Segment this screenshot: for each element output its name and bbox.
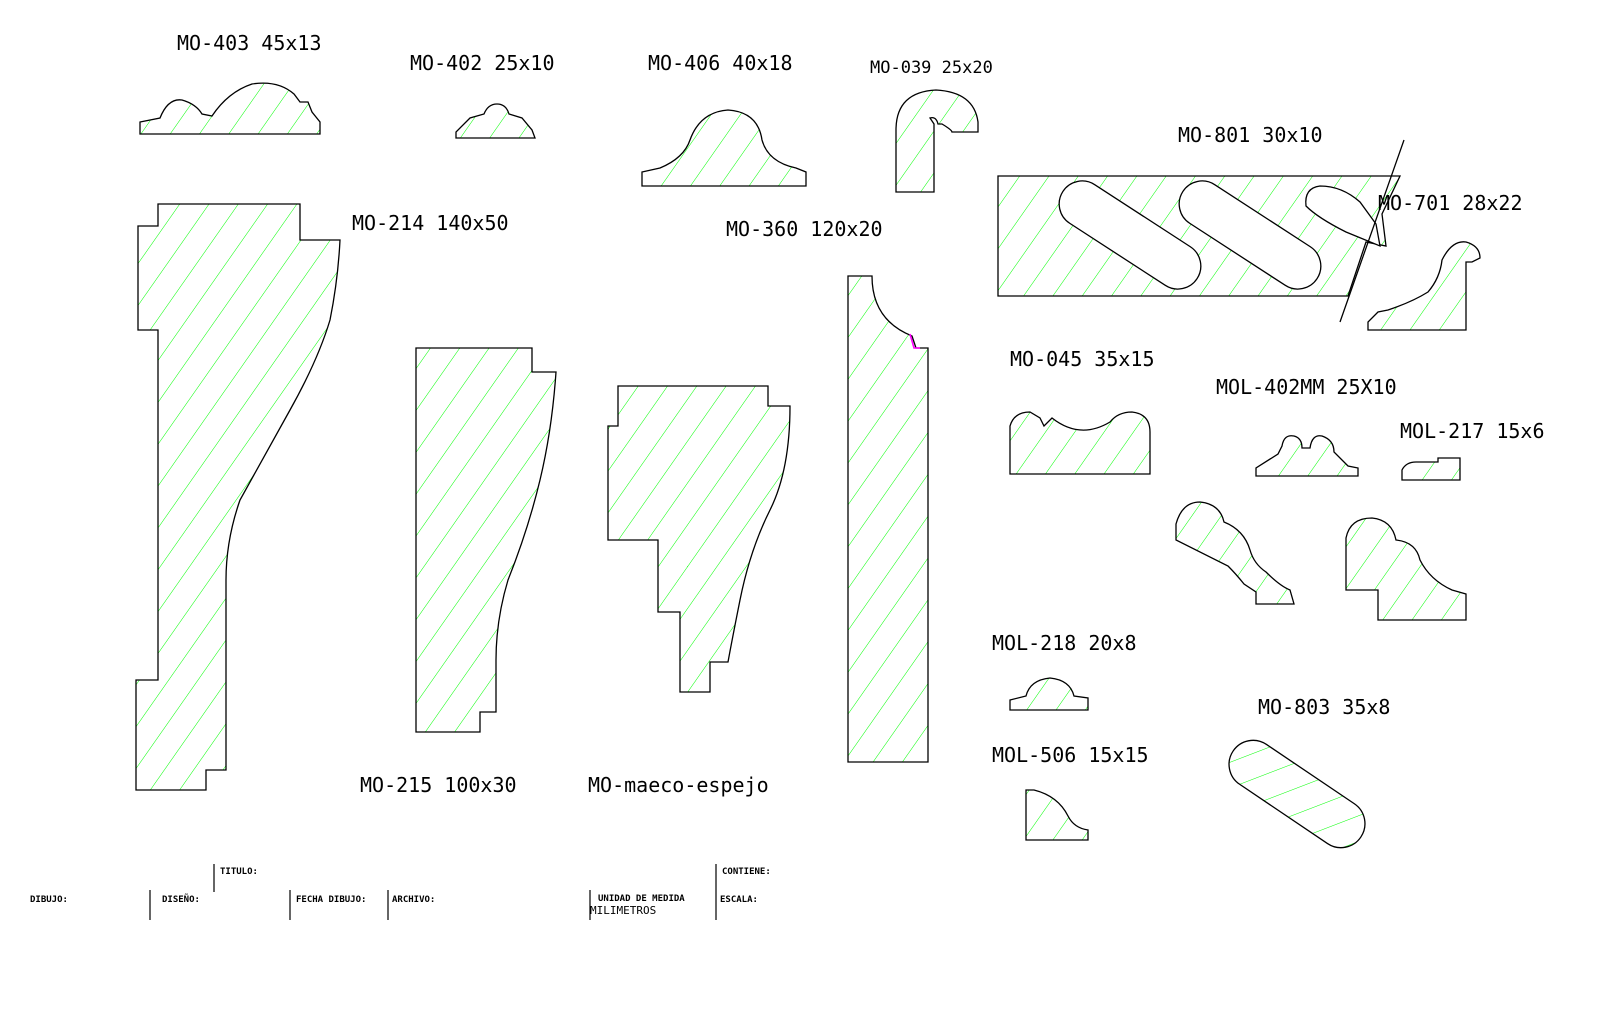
profile-mo-marco-espejo [607, 385, 791, 693]
archivo-label: ARCHIVO: [392, 895, 435, 905]
profile-mo-402 [455, 103, 536, 139]
label-mo-803: MO-803 35x8 [1258, 695, 1390, 719]
profile-mo-801 [997, 139, 1405, 323]
label-mol-217: MOL-217 15x6 [1400, 419, 1545, 443]
unidad-medida-value: MILIMETROS [590, 904, 656, 917]
label-mol-218: MOL-218 20x8 [992, 631, 1137, 655]
label-mo-801: MO-801 30x10 [1178, 123, 1323, 147]
label-mol-506: MOL-506 15x15 [992, 743, 1149, 767]
escala-label: ESCALA: [720, 895, 758, 905]
label-mo-406: MO-406 40x18 [648, 51, 793, 75]
profile-mo-214 [135, 203, 341, 791]
profile-mol-506 [1025, 789, 1089, 841]
profile-mol-218 [1009, 677, 1089, 711]
label-mo-402: MO-402 25x10 [410, 51, 555, 75]
titulo-label: TITULO: [220, 867, 258, 877]
label-mo-039: MO-039 25x20 [870, 58, 993, 78]
profile-mo-403 [139, 82, 321, 135]
label-mol-402mm: MOL-402MM 25X10 [1216, 375, 1397, 399]
profile-mo-215 [415, 347, 557, 733]
profile-mo-039 [895, 89, 979, 193]
profile-ogee-right [1345, 517, 1467, 621]
profile-mo-701 [1367, 241, 1481, 331]
label-mo-214: MO-214 140x50 [352, 211, 509, 235]
title-block: TITULO: DIBUJO: DISEÑO: FECHA DIBUJO: AR… [30, 864, 771, 920]
label-mo-701: MO-701 28x22 [1378, 191, 1523, 215]
profile-ogee-left [1175, 501, 1295, 605]
label-mo-360: MO-360 120x20 [726, 217, 883, 241]
profile-mo-803 [1228, 739, 1366, 849]
profile-mo-045 [1009, 411, 1151, 475]
label-mo-marco-espejo: MO-maeco-espejo [588, 773, 769, 797]
dibujo-label: DIBUJO: [30, 895, 68, 905]
fecha-dibujo-label: FECHA DIBUJO: [296, 895, 366, 905]
contiene-label: CONTIENE: [722, 867, 771, 877]
profile-mol-402mm [1255, 435, 1359, 477]
unidad-medida-label: UNIDAD DE MEDIDA [598, 894, 685, 904]
label-mo-403: MO-403 45x13 [177, 31, 322, 55]
label-mo-215: MO-215 100x30 [360, 773, 517, 797]
profile-mo-406 [641, 109, 807, 187]
profile-mo-360 [847, 275, 929, 763]
label-mo-045: MO-045 35x15 [1010, 347, 1155, 371]
diseno-label: DISEÑO: [162, 894, 200, 905]
profile-mol-217 [1401, 457, 1461, 481]
